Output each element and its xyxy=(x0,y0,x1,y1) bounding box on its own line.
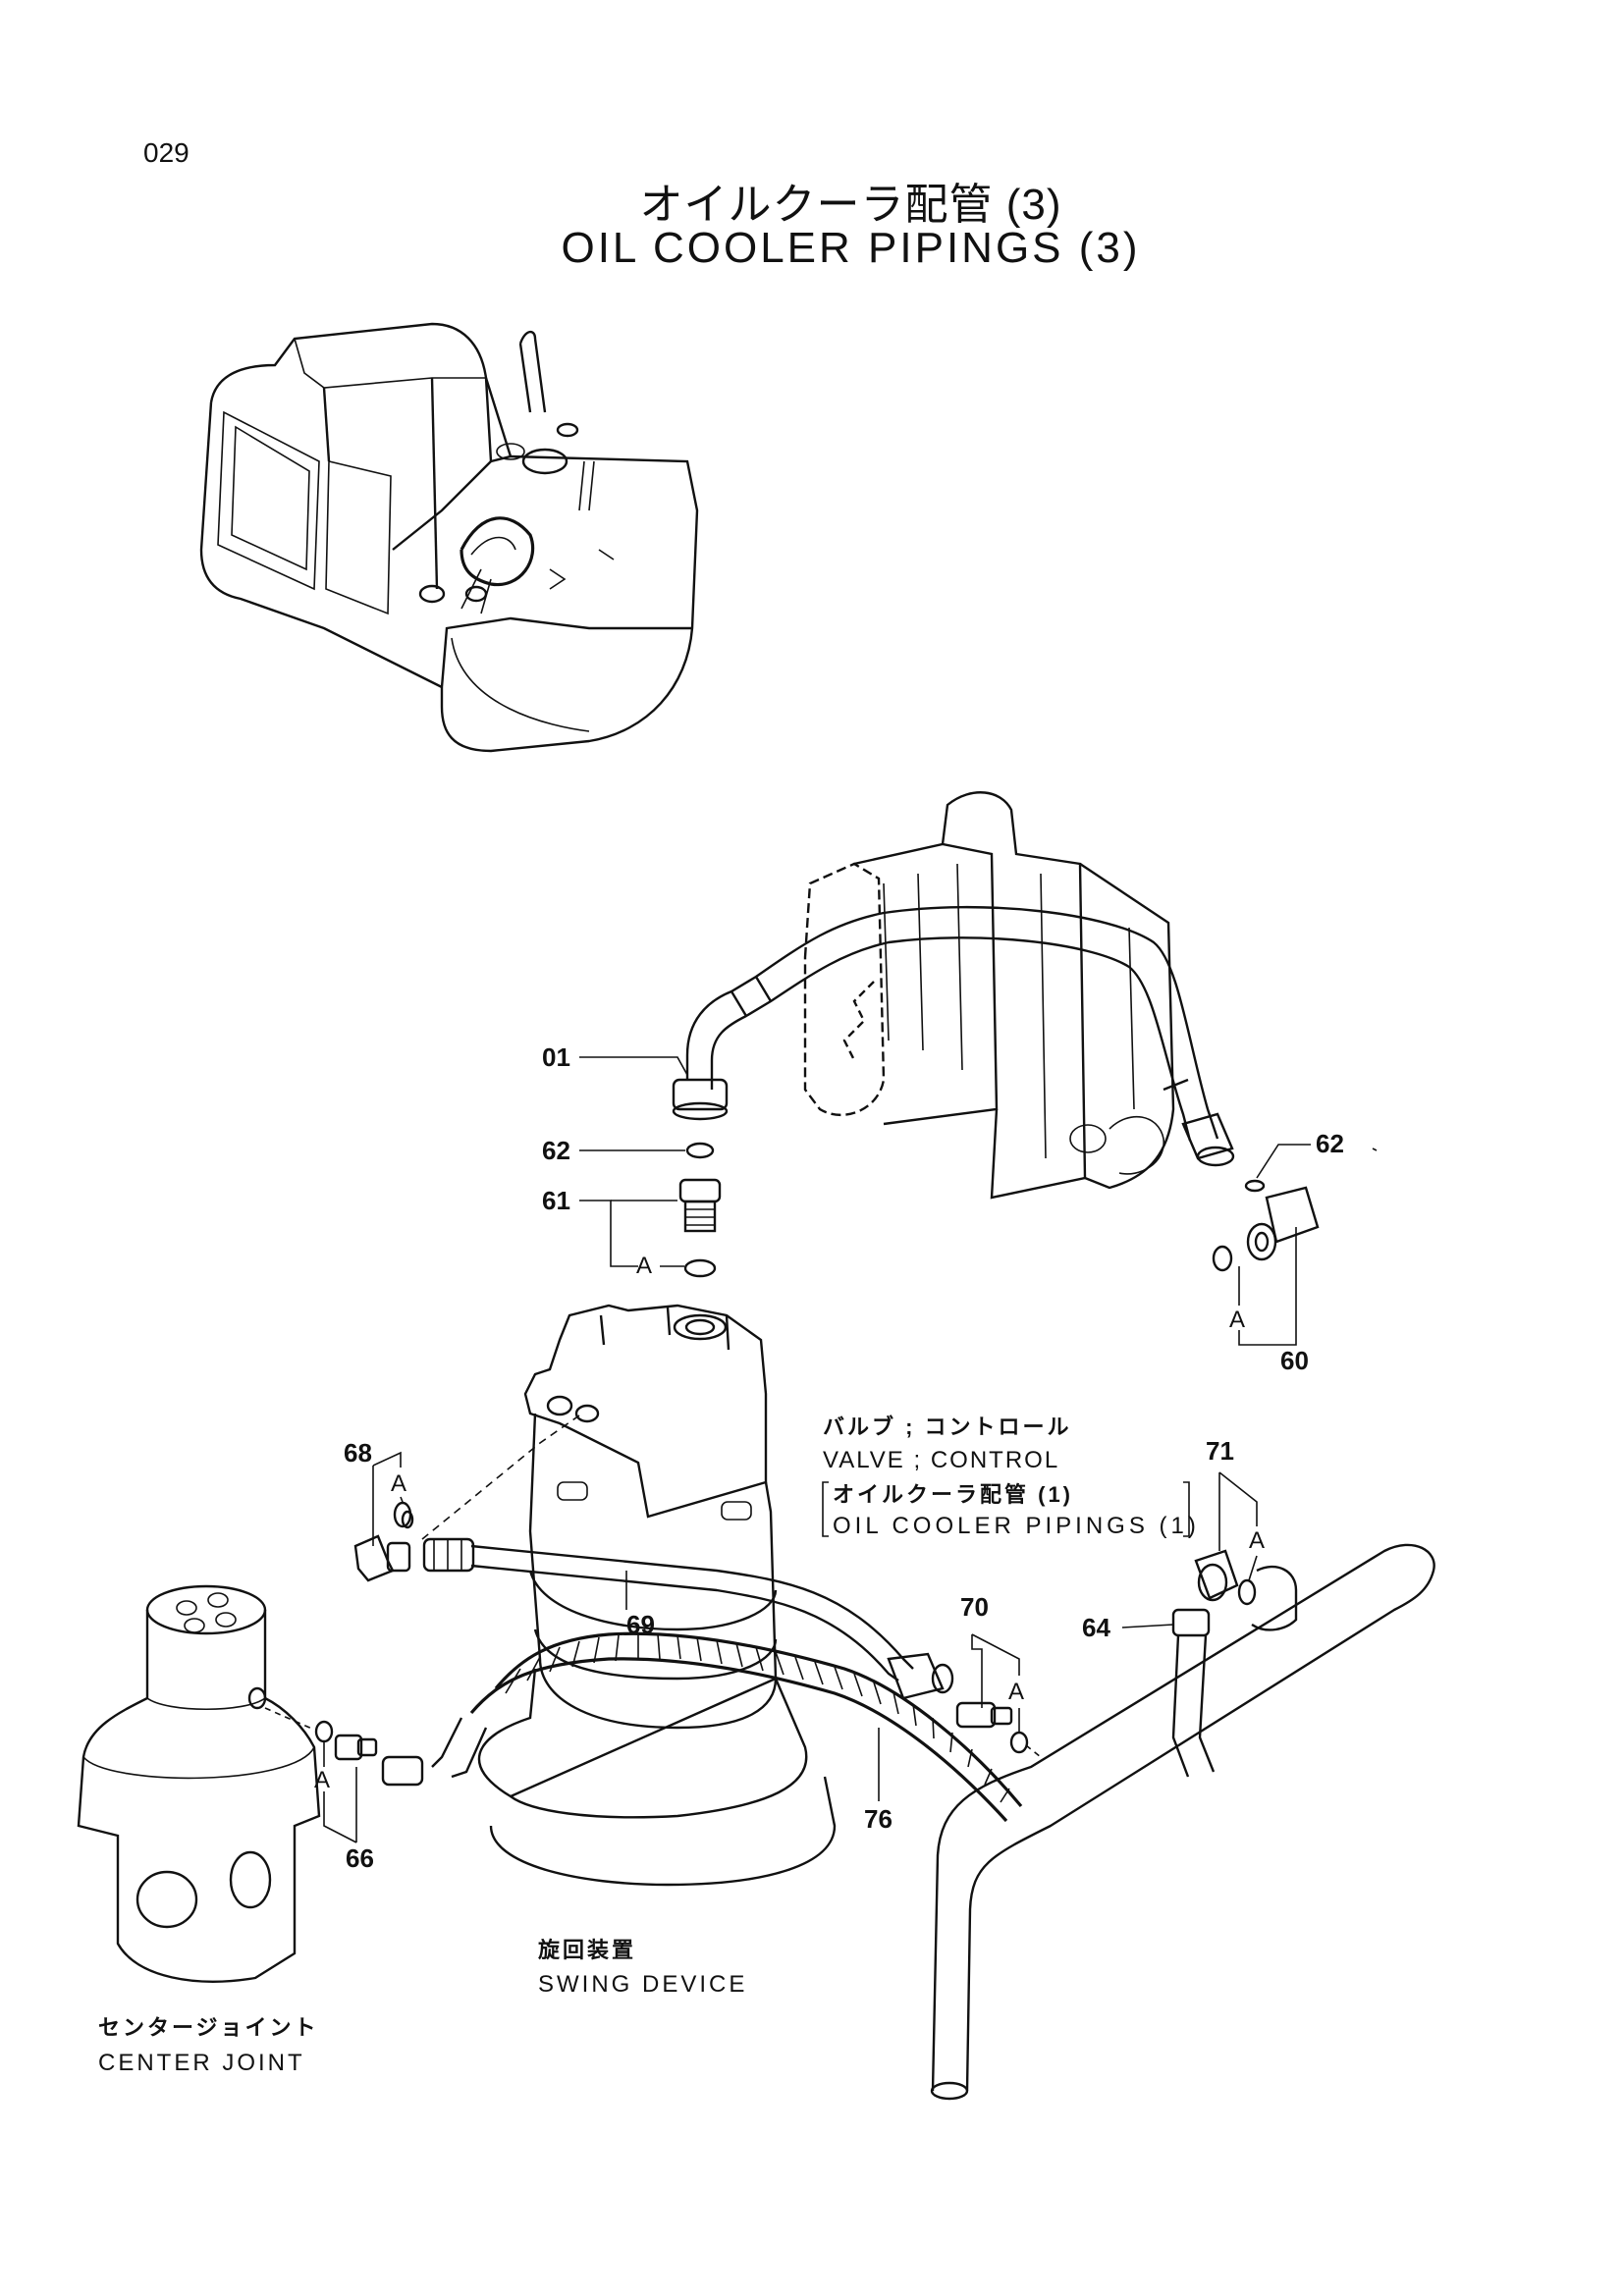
reference-bracket xyxy=(822,1481,1190,1537)
page-title-english: OIL COOLER PIPINGS (3) xyxy=(561,224,1141,272)
fitting-68 xyxy=(353,1501,414,1582)
callout-66: 66 xyxy=(346,1843,374,1873)
callout-01: 01 xyxy=(542,1042,570,1072)
stray-mark xyxy=(1372,1148,1378,1151)
callout-60: 60 xyxy=(1280,1346,1309,1375)
callout-64: 64 xyxy=(1082,1613,1110,1642)
caption-joint-jp: センタージョイント xyxy=(98,2015,319,2040)
marker-a-68: A xyxy=(391,1470,407,1497)
hose-01 xyxy=(672,905,1235,1167)
fittings-60-62 xyxy=(1212,1179,1320,1272)
caption-ref-en: OIL COOLER PIPINGS (1) xyxy=(833,1513,1200,1539)
leader-lines xyxy=(264,1056,1311,1843)
center-joint-illustration xyxy=(77,1584,321,1983)
fittings-61-62 xyxy=(678,1142,722,1278)
caption-valve-en: VALVE ; CONTROL xyxy=(823,1447,1060,1473)
callout-68: 68 xyxy=(344,1438,372,1468)
oil-cooler-pipe xyxy=(930,1543,1435,2101)
caption-swing-jp: 旋回装置 xyxy=(538,1938,637,1962)
marker-a-70: A xyxy=(1008,1679,1025,1705)
control-valve-illustration xyxy=(803,791,1175,1200)
excavator-overview-illustration xyxy=(199,322,699,753)
callout-62-right: 62 xyxy=(1316,1129,1344,1158)
pipe-64 xyxy=(1171,1565,1298,1778)
fitting-70 xyxy=(955,1701,1029,1754)
callout-71: 71 xyxy=(1206,1436,1234,1466)
callout-61: 61 xyxy=(542,1186,570,1215)
marker-a-60: A xyxy=(1229,1307,1246,1333)
hose-69 xyxy=(422,1537,954,1700)
fitting-66 xyxy=(314,1720,378,1761)
page-title-japanese: オイルクーラ配管 (3) xyxy=(639,181,1062,229)
caption-swing-en: SWING DEVICE xyxy=(538,1971,748,1998)
callout-76: 76 xyxy=(864,1804,893,1834)
callout-69: 69 xyxy=(626,1610,655,1639)
caption-ref-jp: オイルクーラ配管 (1) xyxy=(833,1482,1074,1507)
caption-joint-en: CENTER JOINT xyxy=(98,2050,305,2076)
page-number: 029 xyxy=(143,137,189,168)
caption-valve-jp: バルブ ; コントロール xyxy=(823,1415,1072,1439)
hose-76 xyxy=(381,1631,1023,1823)
marker-a-66: A xyxy=(314,1767,331,1793)
fitting-71 xyxy=(1194,1549,1257,1606)
marker-a-61: A xyxy=(636,1253,653,1279)
marker-a-71: A xyxy=(1249,1527,1266,1554)
callout-62-top: 62 xyxy=(542,1136,570,1165)
swing-device-illustration xyxy=(477,1304,837,1887)
callout-70: 70 xyxy=(960,1592,989,1622)
